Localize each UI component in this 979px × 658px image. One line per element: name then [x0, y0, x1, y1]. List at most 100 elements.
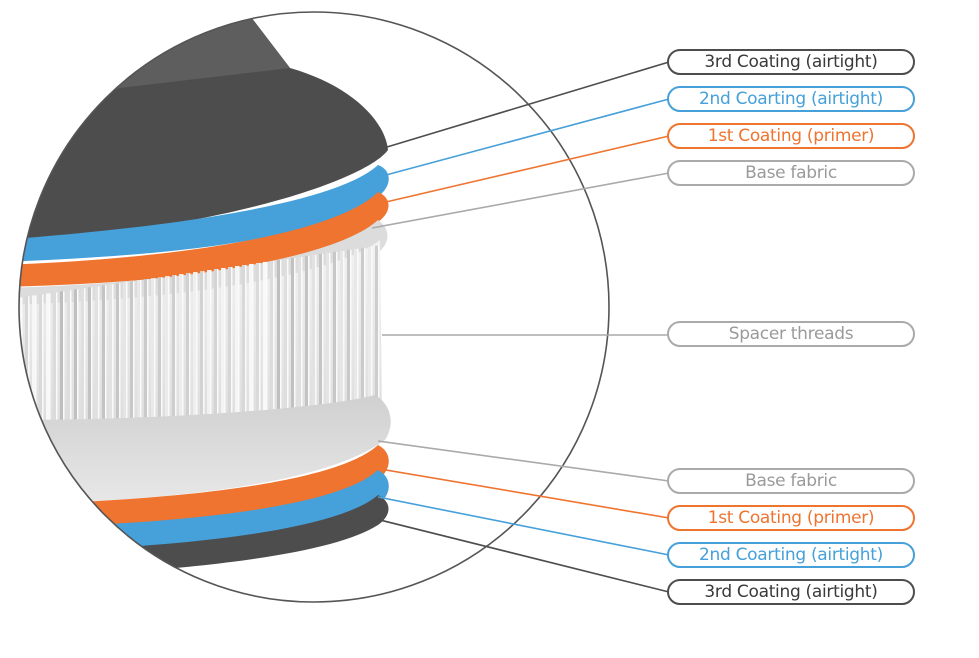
- spacer-thread: [60, 291, 63, 476]
- spacer-thread-highlight: [175, 275, 177, 468]
- spacer-thread: [74, 289, 77, 464]
- spacer-thread-highlight: [189, 273, 191, 456]
- spacer-thread: [151, 278, 154, 476]
- spacer-threads: [4, 245, 380, 491]
- spacer-thread: [53, 292, 56, 471]
- label-top-first-coating: 1st Coating (primer): [667, 123, 915, 149]
- leader-bottom-third-coating: [371, 517, 670, 593]
- spacer-thread-highlight: [154, 278, 156, 476]
- spacer-thread: [137, 280, 140, 465]
- leader-top-second-coating: [385, 98, 670, 176]
- spacer-thread-highlight: [350, 249, 352, 439]
- spacer-thread-highlight: [161, 277, 163, 458]
- spacer-thread-highlight: [84, 288, 86, 469]
- spacer-thread-highlight: [7, 299, 9, 479]
- spacer-thread-highlight: [357, 248, 359, 444]
- spacer-thread: [340, 250, 343, 457]
- spacer-thread: [179, 274, 182, 474]
- spacer-thread: [144, 279, 147, 470]
- spacer-thread-highlight: [266, 261, 268, 445]
- spacer-thread: [95, 286, 98, 479]
- spacer-thread-highlight: [231, 267, 233, 464]
- spacer-thread: [123, 282, 126, 478]
- spacer-thread: [4, 299, 7, 479]
- spacer-thread-highlight: [56, 292, 58, 471]
- spacer-thread: [305, 255, 308, 453]
- spacer-thread: [319, 253, 322, 441]
- label-top-base-fabric: Base fabric: [667, 160, 915, 186]
- spacer-thread-highlight: [378, 245, 380, 437]
- spacer-thread-highlight: [42, 294, 44, 483]
- spacer-thread-highlight: [140, 280, 142, 465]
- spacer-thread: [361, 247, 364, 449]
- spacer-thread: [158, 277, 161, 458]
- spacer-thread: [116, 283, 119, 472]
- top-first-coating: [19, 192, 389, 287]
- spacer-thread-highlight: [77, 289, 79, 464]
- spacer-thread: [25, 296, 28, 473]
- spacer-thread: [326, 252, 329, 446]
- spacer-thread-highlight: [35, 295, 37, 478]
- spacer-thread: [235, 265, 238, 447]
- spacer-thread: [347, 249, 350, 439]
- label-bottom-second-coating: 2nd Coarting (airtight): [667, 542, 915, 568]
- spacer-thread: [102, 285, 105, 462]
- spacer-thread-highlight: [329, 252, 331, 446]
- spacer-thread: [186, 273, 189, 456]
- spacer-thread-highlight: [119, 283, 121, 472]
- spacer-thread-highlight: [308, 255, 310, 453]
- spacer-thread: [312, 254, 315, 459]
- leader-top-base-fabric: [371, 172, 670, 229]
- spacer-thread-highlight: [105, 285, 107, 462]
- spacer-thread-highlight: [224, 268, 226, 459]
- spacer-thread-highlight: [70, 290, 72, 481]
- spacer-thread: [256, 262, 259, 463]
- spacer-thread-highlight: [259, 262, 261, 463]
- spacer-thread: [46, 293, 49, 466]
- label-spacer-threads: Spacer threads: [667, 321, 915, 347]
- spacer-thread: [298, 256, 301, 448]
- spacer-thread: [333, 251, 336, 451]
- spacer-thread: [375, 245, 378, 437]
- spacer-thread: [67, 290, 70, 481]
- spacer-thread: [277, 259, 280, 455]
- spacer-thread-highlight: [14, 298, 16, 484]
- spacer-thread-highlight: [210, 270, 212, 449]
- spacer-thread-highlight: [21, 297, 23, 491]
- spacer-thread: [221, 268, 224, 459]
- spacer-thread: [368, 246, 371, 432]
- spacer-thread-highlight: [245, 264, 247, 452]
- spacer-thread: [263, 261, 266, 445]
- spacer-thread-highlight: [217, 269, 219, 454]
- spacer-thread-highlight: [252, 263, 254, 457]
- spacer-thread: [214, 269, 217, 454]
- leader-bottom-second-coating: [377, 496, 670, 556]
- spacer-thread-highlight: [98, 286, 100, 479]
- leader-top-first-coating: [385, 135, 670, 203]
- spacer-thread: [193, 272, 196, 461]
- spacer-thread-highlight: [126, 282, 128, 478]
- magnifier-circle: [18, 11, 610, 603]
- spacer-thread-highlight: [147, 279, 149, 470]
- spacer-thread-highlight: [280, 259, 282, 455]
- spacer-thread: [200, 271, 203, 466]
- spacer-thread-highlight: [301, 256, 303, 448]
- spacer-thread: [242, 264, 245, 452]
- spacer-thread: [270, 260, 273, 450]
- spacer-thread: [172, 275, 175, 468]
- bottom-base-fabric: [19, 395, 391, 505]
- spacer-thread-highlight: [49, 293, 51, 466]
- spacer-thread: [130, 281, 133, 460]
- spacer-thread-highlight: [287, 258, 289, 461]
- label-top-third-coating: 3rd Coating (airtight): [667, 49, 915, 75]
- spacer-thread: [284, 258, 287, 461]
- spacer-thread-highlight: [315, 254, 317, 459]
- spacer-thread: [165, 276, 168, 463]
- top-base-fabric: [19, 220, 388, 308]
- spacer-thread: [88, 287, 91, 474]
- spacer-thread-highlight: [203, 271, 205, 466]
- spacer-thread: [291, 257, 294, 443]
- spacer-thread-highlight: [133, 281, 135, 460]
- leader-top-third-coating: [386, 61, 670, 148]
